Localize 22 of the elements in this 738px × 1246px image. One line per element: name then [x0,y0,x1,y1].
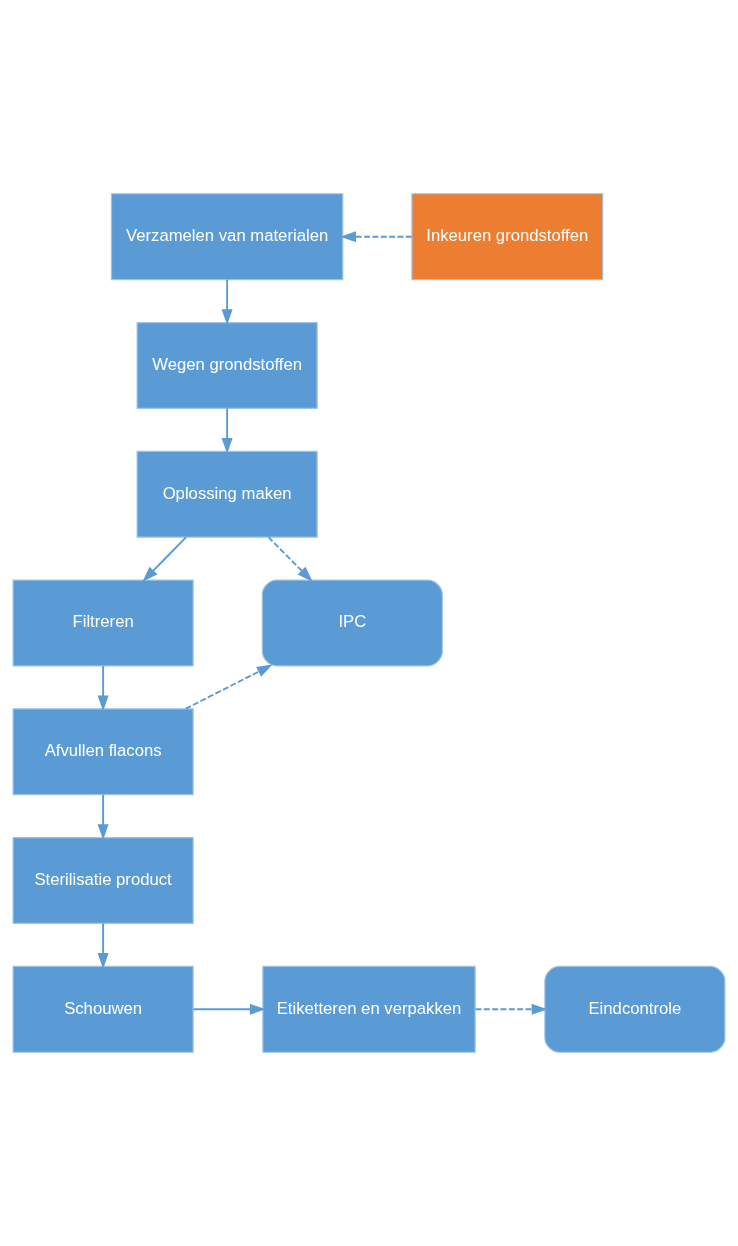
node-box: Filtreren [12,579,194,667]
arrow [221,278,233,326]
node-box: Oplossing maken [136,450,318,538]
arrow [192,1003,266,1015]
arrow [184,664,273,710]
node-box: Afvullen flacons [12,708,194,796]
node-box: Inkeuren grondstoffen [411,193,604,281]
node-box: Wegen grondstoffen [136,321,318,409]
arrow [474,1003,548,1015]
node-box: IPC [261,579,443,667]
node-box: Schouwen [12,965,194,1053]
arrow [267,536,313,582]
node-box: Eindcontrole [544,965,726,1053]
arrow [97,793,109,841]
node-box: Etiketteren en verpakken [262,965,476,1053]
arrow [221,407,233,454]
arrow [340,231,413,243]
arrow [97,664,109,712]
arrow [142,536,188,582]
node-box: Sterilisatie product [12,837,194,925]
node-box: Verzamelen van materialen [110,193,344,281]
arrow [97,922,109,969]
